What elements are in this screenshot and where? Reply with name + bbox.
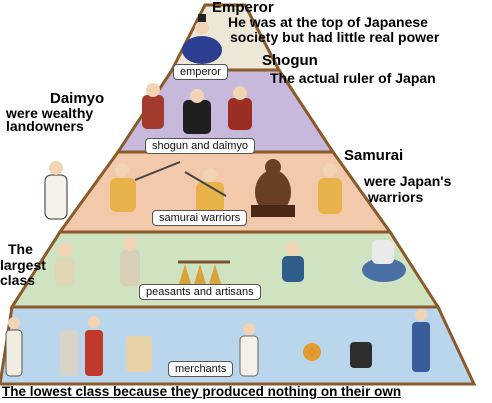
merchants-figures (5, 309, 430, 377)
shogun-daimyo-figures (142, 83, 252, 134)
emperor-title: Emperor (212, 0, 274, 16)
samurai-description-line2: warriors (368, 189, 424, 205)
merchants-caption: The lowest class because they produced n… (2, 384, 402, 399)
peasants-annotation-line1: The (8, 241, 33, 257)
samurai-description-line1: were Japan's (364, 173, 452, 189)
shogun-daimyo-label: shogun and daimyo (145, 138, 256, 154)
peasants-annotation-line2: largest (0, 257, 46, 273)
shogun-title: Shogun (262, 52, 318, 69)
emperor-description-line1: He was at the top of Japanese (228, 14, 428, 30)
emperor-description-line2: society but had little real power (230, 29, 440, 45)
merchants-label: merchants (168, 361, 234, 377)
daimyo-description-line2: landowners (6, 118, 84, 134)
peasants-figures (55, 237, 406, 286)
peasants-label: peasants and artisans (139, 284, 261, 300)
shogun-description: The actual ruler of Japan (270, 70, 436, 86)
peasants-annotation-line3: class (0, 272, 36, 288)
emperor-label: emperor (173, 64, 228, 80)
daimyo-description-line1: were wealthy (6, 105, 94, 121)
emperor-figure (182, 14, 222, 64)
samurai-figures (44, 159, 342, 220)
samurai-title: Samurai (344, 147, 404, 164)
daimyo-title: Daimyo (50, 90, 105, 107)
samurai-label: samurai warriors (152, 210, 248, 226)
